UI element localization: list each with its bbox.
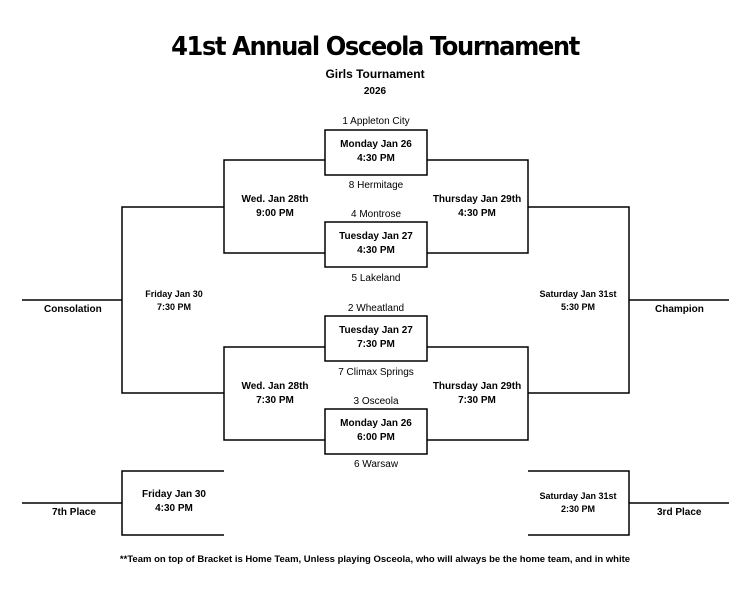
game-time: 9:00 PM	[256, 208, 294, 219]
game-time: 2:30 PM	[560, 504, 595, 514]
game-4-info: Monday Jan 26 6:00 PM	[325, 417, 427, 445]
third-place-game-info: Saturday Jan 31st 2:30 PM	[530, 490, 626, 516]
seventh-place-game-info: Friday Jan 30 4:30 PM	[126, 488, 222, 516]
team-label: 5 Lakeland	[351, 273, 401, 284]
game-time: 7:30 PM	[256, 395, 294, 406]
game-time: 4:30 PM	[155, 503, 193, 514]
game-date: Tuesday Jan 27	[339, 231, 413, 242]
game-date: Saturday Jan 31st	[539, 289, 617, 299]
game-time: 7:30 PM	[458, 395, 496, 406]
seventh-place-label: 7th Place	[52, 507, 96, 518]
game-date: Thursday Jan 29th	[432, 194, 522, 205]
tournament-title: 41st Annual Osceola Tournament	[171, 32, 580, 62]
footnote: **Team on top of Bracket is Home Team, U…	[119, 554, 631, 565]
team-label: 7 Climax Springs	[338, 367, 414, 378]
team-label: 1 Appleton City	[342, 116, 410, 127]
game-time: 7:30 PM	[156, 302, 191, 312]
game-time: 4:30 PM	[357, 245, 395, 256]
team-label: 6 Warsaw	[353, 459, 399, 470]
semi-left-bottom-info: Wed. Jan 28th 7:30 PM	[228, 380, 322, 408]
team-label: 8 Hermitage	[348, 180, 404, 191]
game-date: Thursday Jan 29th	[432, 381, 522, 392]
consolation-label: Consolation	[44, 304, 102, 315]
game-date: Friday Jan 30	[142, 489, 206, 500]
game-time: 4:30 PM	[458, 208, 496, 219]
team-label: 3 Osceola	[353, 396, 399, 407]
game-date: Saturday Jan 31st	[539, 491, 617, 501]
tournament-subtitle: Girls Tournament	[325, 67, 425, 81]
team-label: 2 Wheatland	[347, 303, 405, 314]
game-time: 4:30 PM	[357, 153, 395, 164]
game-box-3	[324, 315, 428, 362]
game-2-info: Tuesday Jan 27 4:30 PM	[325, 230, 427, 258]
third-place-label: 3rd Place	[657, 507, 702, 518]
game-date: Monday Jan 26	[340, 418, 412, 429]
semi-right-bottom-info: Thursday Jan 29th 7:30 PM	[428, 380, 526, 408]
team-label: 4 Montrose	[350, 209, 402, 220]
champion-label: Champion	[655, 304, 704, 315]
game-box-2	[324, 221, 428, 268]
game-date: Monday Jan 26	[340, 139, 412, 150]
game-box-4	[324, 408, 428, 455]
game-date: Tuesday Jan 27	[339, 325, 413, 336]
game-3-info: Tuesday Jan 27 7:30 PM	[325, 324, 427, 352]
championship-final-info: Saturday Jan 31st 5:30 PM	[530, 288, 626, 314]
game-time: 6:00 PM	[357, 432, 395, 443]
game-date: Wed. Jan 28th	[241, 194, 309, 205]
game-1-info: Monday Jan 26 4:30 PM	[325, 138, 427, 166]
game-time: 7:30 PM	[357, 339, 395, 350]
game-date: Friday Jan 30	[145, 289, 203, 299]
game-date: Wed. Jan 28th	[241, 381, 309, 392]
tournament-year: 2026	[363, 86, 387, 97]
game-box-1	[324, 129, 428, 176]
game-time: 5:30 PM	[560, 302, 595, 312]
semi-right-top-info: Thursday Jan 29th 4:30 PM	[428, 193, 526, 221]
semi-left-top-info: Wed. Jan 28th 9:00 PM	[228, 193, 322, 221]
consolation-final-info: Friday Jan 30 7:30 PM	[126, 288, 222, 314]
